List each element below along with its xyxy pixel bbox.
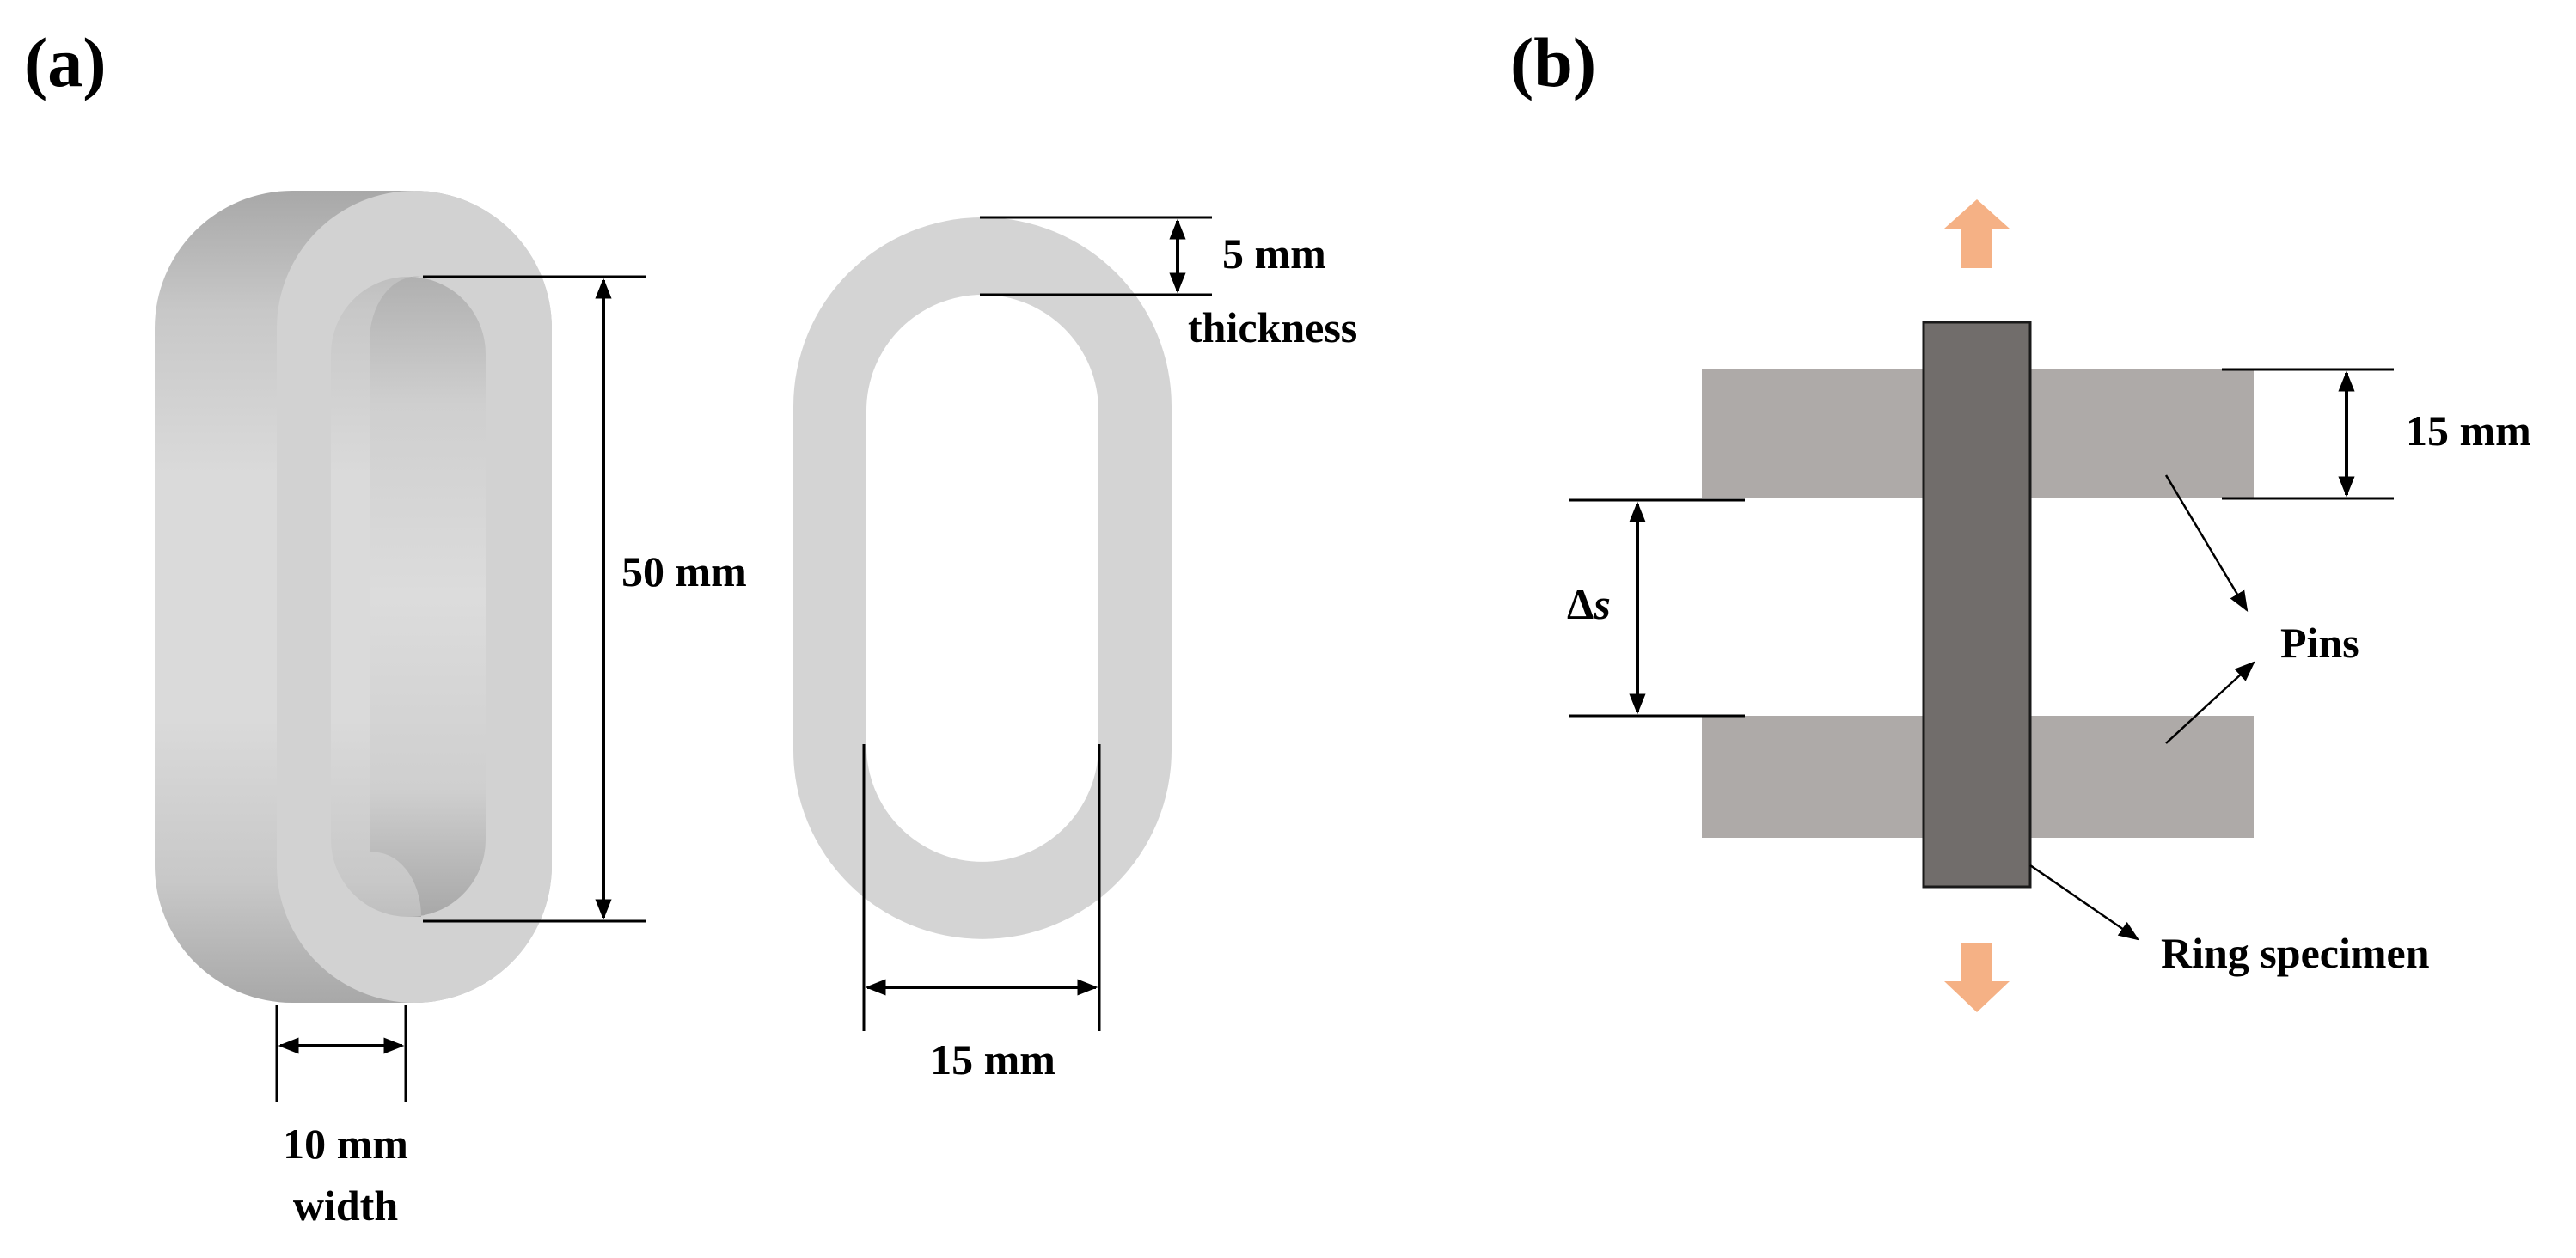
panel-b: (b) 15 mm Δs Pins Ring specimen: [1510, 23, 2531, 1012]
panel-b-label: (b): [1510, 23, 1596, 101]
thickness-word-label: thickness: [1188, 303, 1357, 351]
pins-leader-lower: [2165, 661, 2255, 744]
width-value-label: 10 mm: [283, 1120, 408, 1168]
pins-leader-upper: [2164, 474, 2249, 613]
thickness-value-label: 5 mm: [1222, 229, 1326, 278]
gap-delta: Δ: [1567, 580, 1594, 628]
ring-specimen: [1922, 321, 2032, 889]
specimen-leader: [2029, 864, 2139, 941]
gap-variable: s: [1593, 580, 1610, 628]
inner-width-label: 15 mm: [930, 1035, 1055, 1084]
specimen-label: Ring specimen: [2161, 929, 2430, 977]
pins-label: Pins: [2280, 619, 2359, 667]
height-label: 50 mm: [621, 547, 747, 595]
width-word-label: width: [293, 1182, 398, 1230]
ring-3d: [155, 191, 552, 1003]
panel-a: (a) 50 mm 10 mm width 5 mm thickness 15 …: [24, 23, 1357, 1230]
ring-3d-inner-wall: [369, 276, 486, 917]
pin-width-label: 15 mm: [2406, 406, 2531, 455]
load-arrow-down: [1944, 944, 2010, 1012]
panel-a-label: (a): [24, 23, 107, 101]
load-arrow-up: [1944, 199, 2010, 268]
gap-label: Δs: [1567, 580, 1611, 628]
ring-flat: [793, 217, 1172, 939]
